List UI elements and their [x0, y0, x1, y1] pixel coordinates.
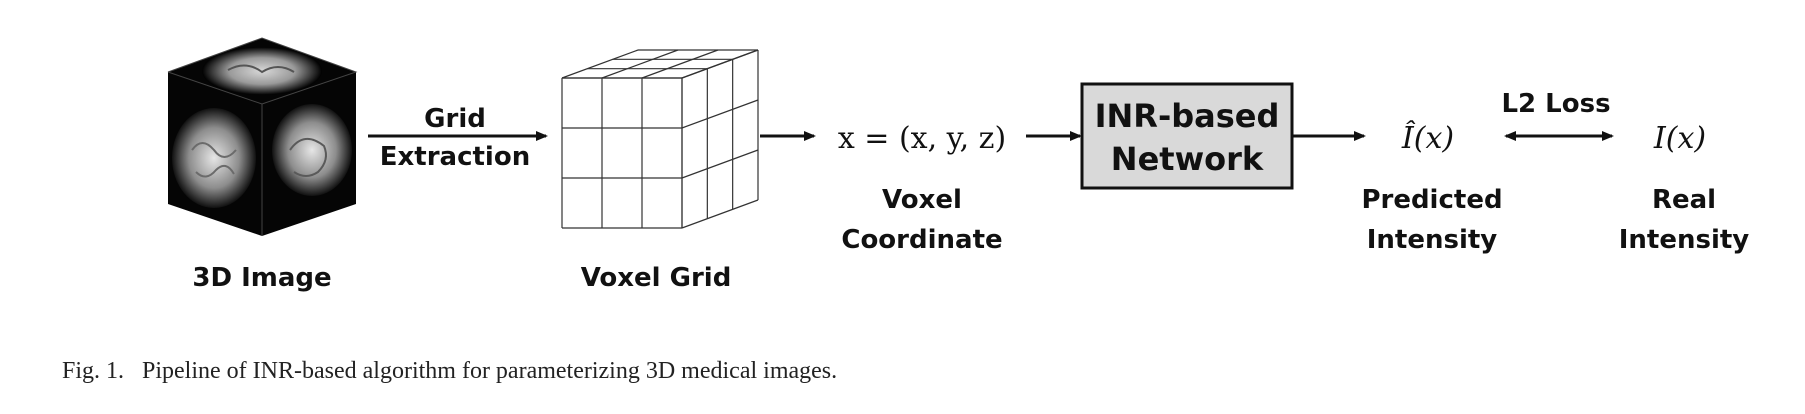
predicted-label-line2: Intensity [1367, 225, 1498, 255]
grid-label: Voxel Grid [581, 263, 732, 293]
real-label-line1: Real [1652, 185, 1716, 215]
voxel-grid-line [681, 149, 759, 179]
voxel-grid-line [681, 199, 759, 229]
image-label: 3D Image [192, 263, 331, 293]
coordinate-label-line2: Coordinate [841, 225, 1002, 255]
loss-label: L2 Loss [1501, 89, 1610, 119]
voxel-grid-line [681, 99, 759, 129]
real-label-line2: Intensity [1619, 225, 1750, 255]
caption-text: Pipeline of INR-based algorithm for para… [142, 358, 838, 384]
coordinate-label-line1: Voxel [882, 185, 962, 215]
edge-label-grid: Grid [424, 104, 486, 134]
network-label-line1: INR-based [1095, 97, 1280, 135]
sagittal-slice [272, 104, 352, 196]
voxel-grid-line [681, 49, 759, 79]
voxel-grid-cube [561, 49, 759, 229]
predicted-label-line1: Predicted [1361, 185, 1502, 215]
voxel-grid-line [601, 49, 679, 79]
network-label-line2: Network [1111, 140, 1264, 178]
predicted-formula: Î(x) [1401, 120, 1454, 156]
edge-label-extraction: Extraction [380, 142, 530, 172]
figure-caption: Fig. 1. Pipeline of INR-based algorithm f… [62, 358, 837, 385]
coordinate-formula: x = (x, y, z) [838, 121, 1006, 156]
brain-cube-image [167, 37, 358, 236]
caption-figure-number: Fig. 1. [62, 358, 125, 384]
voxel-grid-line [561, 49, 639, 79]
coronal-slice [172, 108, 256, 208]
voxel-grid-line [641, 49, 719, 79]
real-formula: I(x) [1653, 121, 1706, 156]
